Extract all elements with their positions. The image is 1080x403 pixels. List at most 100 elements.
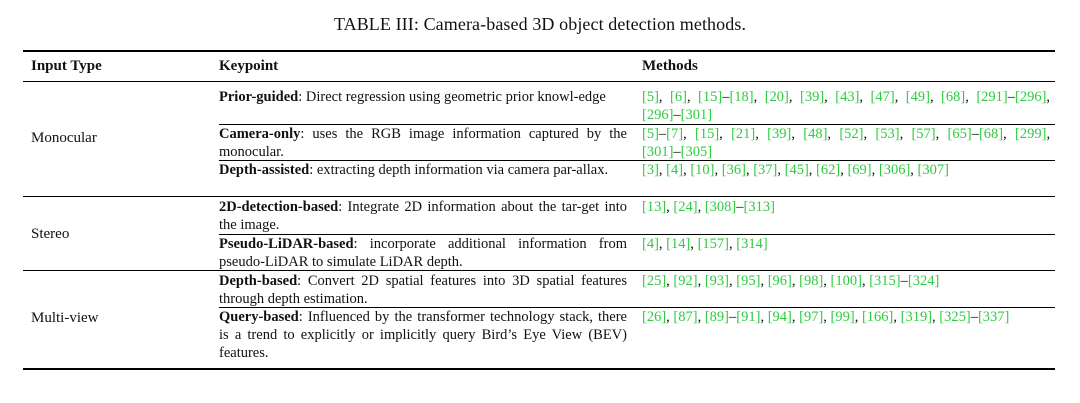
citation-link[interactable]: [10]: [690, 162, 715, 178]
citation-link[interactable]: [48]: [803, 126, 828, 142]
citation-link[interactable]: [39]: [767, 126, 792, 142]
citation-link[interactable]: [68]: [978, 126, 1004, 142]
keypoint-cell: Pseudo-LiDAR-based: incorporate addition…: [219, 235, 627, 271]
citation-link[interactable]: [26]: [642, 309, 667, 325]
citation-link[interactable]: [13]: [642, 199, 667, 215]
keypoint-cell: Camera-only: uses the RGB image informat…: [219, 125, 627, 161]
citation-link[interactable]: [100]: [830, 273, 862, 289]
citation-link[interactable]: [89]: [704, 309, 730, 325]
group-label-monocular: Monocular: [31, 130, 97, 146]
citation-link[interactable]: [15]: [698, 89, 723, 105]
citation-link[interactable]: [47]: [870, 89, 895, 105]
citation-link[interactable]: [15]: [695, 126, 720, 142]
citation-link[interactable]: [319]: [900, 309, 933, 325]
citation-link[interactable]: [6]: [670, 89, 687, 105]
keypoint-text: : Influenced by the transformer technolo…: [219, 309, 627, 361]
keypoint-text: : Integrate 2D information about the tar…: [219, 199, 627, 233]
citation-link[interactable]: [98]: [799, 273, 824, 289]
citation-link[interactable]: [36]: [721, 162, 746, 178]
top-rule: [23, 50, 1055, 52]
keypoint-title: Depth-assisted: [219, 162, 310, 178]
citation-link[interactable]: [65]: [947, 126, 972, 142]
citation-link[interactable]: [166]: [861, 309, 894, 325]
citation-link[interactable]: [21]: [731, 126, 756, 142]
citation-link[interactable]: [4]: [642, 236, 659, 252]
methods-cell: [3], [4], [10], [36], [37], [45], [62], …: [642, 162, 949, 178]
citation-link[interactable]: [306]: [878, 162, 911, 178]
citation-link[interactable]: [157]: [697, 236, 730, 252]
citation-link[interactable]: [4]: [666, 162, 684, 178]
keypoint-title: Query-based: [219, 309, 299, 325]
citation-link[interactable]: [307]: [917, 162, 949, 178]
keypoint-text: : Direct regression using geometric prio…: [298, 89, 606, 105]
citation-link[interactable]: [305]: [680, 144, 713, 160]
row-separator: [219, 160, 1055, 161]
citation-link[interactable]: [315]: [869, 273, 901, 289]
keypoint-title: 2D-detection-based: [219, 199, 339, 215]
citation-link[interactable]: [43]: [835, 89, 860, 105]
citation-link[interactable]: [49]: [905, 89, 930, 105]
keypoint-title: Depth-based: [219, 273, 298, 289]
citation-link[interactable]: [52]: [839, 126, 864, 142]
citation-link[interactable]: [95]: [736, 273, 761, 289]
keypoint-title: Pseudo-LiDAR-based: [219, 236, 354, 252]
citation-link[interactable]: [296]: [642, 107, 674, 123]
keypoint-cell: 2D-detection-based: Integrate 2D informa…: [219, 198, 627, 234]
citation-link[interactable]: [325]: [939, 309, 971, 325]
citation-link[interactable]: [97]: [799, 309, 824, 325]
methods-cell: [5], [6], [15]–[18], [20], [39], [43], […: [642, 89, 1051, 123]
header-methods: Methods: [642, 58, 698, 74]
citation-link[interactable]: [87]: [673, 309, 698, 325]
citation-link[interactable]: [3]: [642, 162, 659, 178]
group-rule: [23, 270, 1055, 271]
citation-link[interactable]: [25]: [642, 273, 667, 289]
row-separator: [219, 234, 1055, 235]
methods-cell: [5]–[7], [15], [21], [39], [48], [52], […: [642, 126, 1051, 160]
citation-link[interactable]: [62]: [816, 162, 841, 178]
citation-link[interactable]: [324]: [907, 273, 940, 289]
citation-link[interactable]: [5]: [642, 89, 659, 105]
citation-link[interactable]: [53]: [875, 126, 900, 142]
citation-link[interactable]: [24]: [673, 199, 698, 215]
citation-link[interactable]: [314]: [736, 236, 768, 252]
keypoint-text: : Convert 2D spatial features into 3D sp…: [219, 273, 627, 307]
keypoint-title: Camera-only: [219, 126, 301, 142]
methods-cell: [25], [92], [93], [95], [96], [98], [100…: [642, 273, 940, 289]
citation-link[interactable]: [69]: [847, 162, 872, 178]
citation-link[interactable]: [301]: [680, 107, 713, 123]
keypoint-text: : extracting depth information via camer…: [309, 162, 609, 178]
citation-link[interactable]: [68]: [941, 89, 966, 105]
citation-link[interactable]: [39]: [799, 89, 825, 105]
row-separator: [219, 124, 1055, 125]
citation-link[interactable]: [308]: [704, 199, 737, 215]
keypoint-cell: Depth-assisted: extracting depth informa…: [219, 161, 627, 179]
citation-link[interactable]: [301]: [642, 144, 674, 160]
citation-link[interactable]: [37]: [753, 162, 778, 178]
citation-link[interactable]: [92]: [673, 273, 698, 289]
citation-link[interactable]: [96]: [767, 273, 792, 289]
header-keypoint: Keypoint: [219, 58, 279, 74]
citation-link[interactable]: [299]: [1015, 126, 1047, 142]
citation-link[interactable]: [99]: [830, 309, 855, 325]
citation-link[interactable]: [14]: [666, 236, 691, 252]
citation-link[interactable]: [18]: [729, 89, 754, 105]
citation-link[interactable]: [20]: [764, 89, 789, 105]
citation-link[interactable]: [94]: [767, 309, 792, 325]
methods-cell: [26], [87], [89]–[91], [94], [97], [99],…: [642, 309, 1010, 325]
bottom-rule: [23, 368, 1055, 370]
group-label-stereo: Stereo: [31, 226, 70, 242]
citation-link[interactable]: [57]: [911, 126, 936, 142]
keypoint-text: : uses the RGB image information capture…: [219, 126, 627, 160]
citation-link[interactable]: [296]: [1014, 89, 1047, 105]
citation-link[interactable]: [45]: [784, 162, 809, 178]
methods-cell: [4], [14], [157], [314]: [642, 236, 768, 252]
citation-link[interactable]: [91]: [736, 309, 761, 325]
citation-link[interactable]: [7]: [666, 126, 684, 142]
row-separator: [219, 307, 1055, 308]
methods-cell: [13], [24], [308]–[313]: [642, 199, 775, 215]
citation-link[interactable]: [313]: [743, 199, 775, 215]
citation-link[interactable]: [5]: [642, 126, 659, 142]
citation-link[interactable]: [93]: [704, 273, 730, 289]
citation-link[interactable]: [291]: [976, 89, 1008, 105]
citation-link[interactable]: [337]: [977, 309, 1010, 325]
